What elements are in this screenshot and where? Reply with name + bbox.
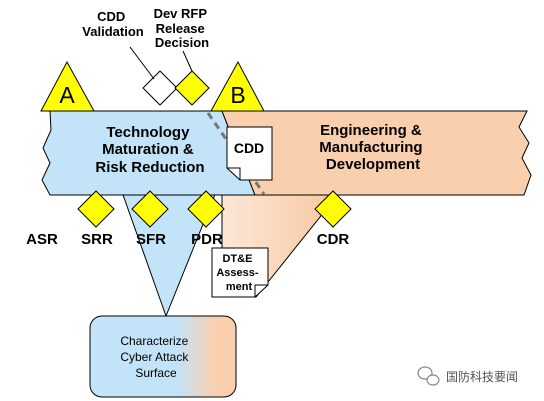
milestone-b-triangle bbox=[210, 60, 265, 112]
milestone-b-label: B bbox=[230, 82, 245, 108]
srr-diamond bbox=[77, 190, 115, 228]
cdr-diamond bbox=[314, 190, 352, 228]
cdd-validation-diamond bbox=[142, 70, 178, 106]
pdr-diamond bbox=[187, 190, 225, 228]
dev-rfp-diamond bbox=[174, 70, 210, 106]
dte-assessment-label: DT&E Assess- ment bbox=[216, 253, 261, 293]
sfr-diamond bbox=[131, 190, 169, 228]
review-srr-label: SRR bbox=[81, 231, 113, 248]
review-cdr-label: CDR bbox=[317, 231, 350, 248]
review-asr-label: ASR bbox=[26, 231, 58, 248]
dev-rfp-pointer bbox=[182, 50, 193, 72]
cdd-validation-pointer bbox=[129, 46, 155, 80]
tmrr-phase-label: Technology Maturation & Risk Reduction bbox=[95, 124, 204, 176]
wechat-icon bbox=[417, 366, 440, 386]
review-pdr-label: PDR bbox=[191, 231, 223, 248]
emd-bar bbox=[221, 110, 532, 196]
dte-assessment-fold bbox=[254, 284, 268, 297]
cyber-attack-surface-label: Characterize Cyber Attack Surface bbox=[120, 334, 191, 380]
review-sfr-label: SFR bbox=[136, 231, 166, 248]
cdd-document-label: CDD bbox=[234, 140, 264, 156]
cdd-validation-label: CDD Validation bbox=[82, 9, 143, 39]
emd-phase-label: Engineering & Manufacturing Development bbox=[319, 122, 427, 173]
milestone-a-label: A bbox=[59, 82, 75, 108]
watermark-text: 国防科技要闻 bbox=[446, 369, 518, 384]
cdd-document bbox=[226, 126, 273, 181]
dev-rfp-release-label: Dev RFP Release Decision bbox=[154, 6, 211, 50]
milestone-a-triangle bbox=[40, 60, 95, 112]
cdd-document-fold bbox=[227, 167, 241, 180]
cyber-attack-surface-box bbox=[89, 315, 237, 398]
dte-assessment-document bbox=[211, 247, 269, 298]
